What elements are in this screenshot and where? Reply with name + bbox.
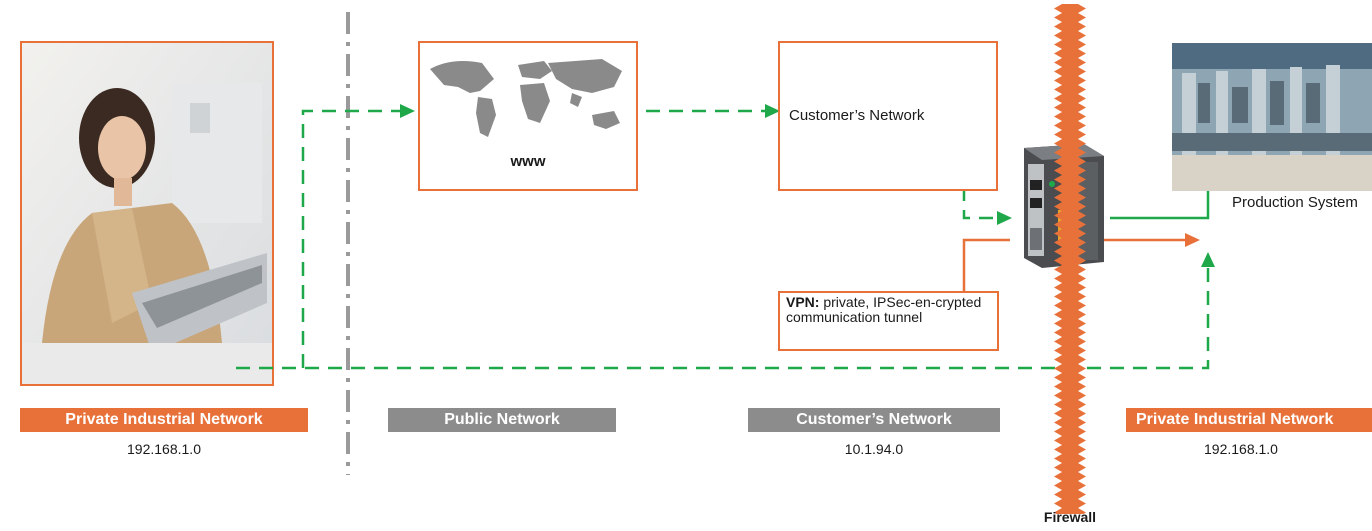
firewall-label: Firewall [1043, 509, 1097, 525]
firewall-tooth [1054, 373, 1086, 382]
vpn-note-bold: VPN: [786, 294, 820, 310]
firewall-tooth [1054, 472, 1086, 481]
firewall-tooth [1054, 193, 1086, 202]
firewall-tooth [1054, 283, 1086, 292]
firewall-tooth [1054, 40, 1086, 49]
firewall-tooth [1054, 328, 1086, 337]
firewall-tooth [1054, 22, 1086, 31]
firewall-tooth [1054, 202, 1086, 211]
firewall-wall [1054, 4, 1086, 514]
zone-bar-private-right: Private Industrial Network [1126, 408, 1372, 432]
zone-bar-public: Public Network [388, 408, 616, 432]
firewall-tooth [1054, 301, 1086, 310]
www-label: www [510, 153, 546, 170]
vpn-note-text: private, IPSec-en-crypted communication … [786, 294, 982, 325]
firewall-tooth [1054, 238, 1086, 247]
zone-bar-private-left: Private Industrial Network [20, 408, 308, 432]
production-line-photo [1172, 43, 1372, 191]
firewall-tooth [1054, 13, 1086, 22]
firewall-tooth [1054, 319, 1086, 328]
firewall-tooth [1054, 490, 1086, 499]
firewall-tooth [1054, 112, 1086, 121]
green-tunnel-path-1 [236, 258, 1210, 370]
customer-network-box-label: Customer’s Network [789, 107, 925, 124]
firewall-tooth [1054, 58, 1086, 67]
firewall-tooth [1054, 436, 1086, 445]
arrow-up-production [1201, 252, 1215, 267]
firewall-tooth [1054, 400, 1086, 409]
firewall-tooth [1054, 337, 1086, 346]
firewall-tip [1064, 509, 1076, 514]
world-map-icon [430, 59, 622, 137]
firewall-tooth [1054, 499, 1086, 508]
firewall-tooth [1054, 76, 1086, 85]
arrow-to-router [997, 211, 1012, 225]
firewall-tooth [1054, 463, 1086, 472]
firewall-tooth [1054, 346, 1086, 355]
zone-bar-customer: Customer’s Network [748, 408, 1000, 432]
firewall-tooth [1054, 67, 1086, 76]
green-customer-to-router [962, 95, 1002, 220]
vpn-note-box: VPN: private, IPSec-en-crypted communica… [778, 291, 999, 351]
zone-address-customer: 10.1.94.0 [844, 441, 904, 457]
firewall-tooth [1054, 85, 1086, 94]
firewall-tooth [1054, 139, 1086, 148]
firewall-tooth [1054, 445, 1086, 454]
firewall-tooth [1054, 130, 1086, 139]
firewall-tooth [1054, 256, 1086, 265]
firewall-tooth [1054, 418, 1086, 427]
green-tunnel-path-2 [301, 109, 410, 368]
firewall-tooth [1054, 355, 1086, 364]
firewall-tooth [1054, 49, 1086, 58]
firewall-tooth [1054, 175, 1086, 184]
user-photo-frame [20, 41, 274, 386]
firewall-tooth [1054, 409, 1086, 418]
firewall-tooth [1054, 31, 1086, 40]
www-box: www [418, 41, 638, 191]
firewall-tooth [1054, 211, 1086, 220]
firewall-tooth [1054, 265, 1086, 274]
arrow-to-customer [765, 104, 780, 118]
arrow-orange-right [1185, 233, 1200, 247]
firewall-tooth [1054, 310, 1086, 319]
arrow-to-www [400, 104, 415, 118]
firewall-tooth [1054, 427, 1086, 436]
firewall-tooth [1054, 364, 1086, 373]
firewall-tooth [1054, 103, 1086, 112]
firewall-tooth [1054, 391, 1086, 400]
firewall-tooth [1054, 4, 1086, 13]
customer-network-box: Customer’s Network [778, 41, 998, 191]
zone-address-private-right: 192.168.1.0 [1204, 441, 1278, 457]
firewall-tooth [1054, 157, 1086, 166]
firewall-tooth [1054, 166, 1086, 175]
zone-address-private-left: 192.168.1.0 [127, 441, 201, 457]
firewall-tooth [1054, 148, 1086, 157]
orange-vpn-line [962, 238, 1010, 292]
firewall-tooth [1054, 94, 1086, 103]
firewall-tooth [1054, 247, 1086, 256]
firewall-tooth [1054, 481, 1086, 490]
production-label: Production System [1232, 194, 1358, 211]
firewall-tooth [1054, 229, 1086, 238]
firewall-tooth [1054, 184, 1086, 193]
firewall-tooth [1054, 454, 1086, 463]
woman-laptop-photo [22, 43, 272, 384]
firewall-tooth [1054, 121, 1086, 130]
firewall-tooth [1054, 274, 1086, 283]
firewall-tooth [1054, 292, 1086, 301]
firewall-tooth [1054, 220, 1086, 229]
firewall-tooth [1054, 382, 1086, 391]
